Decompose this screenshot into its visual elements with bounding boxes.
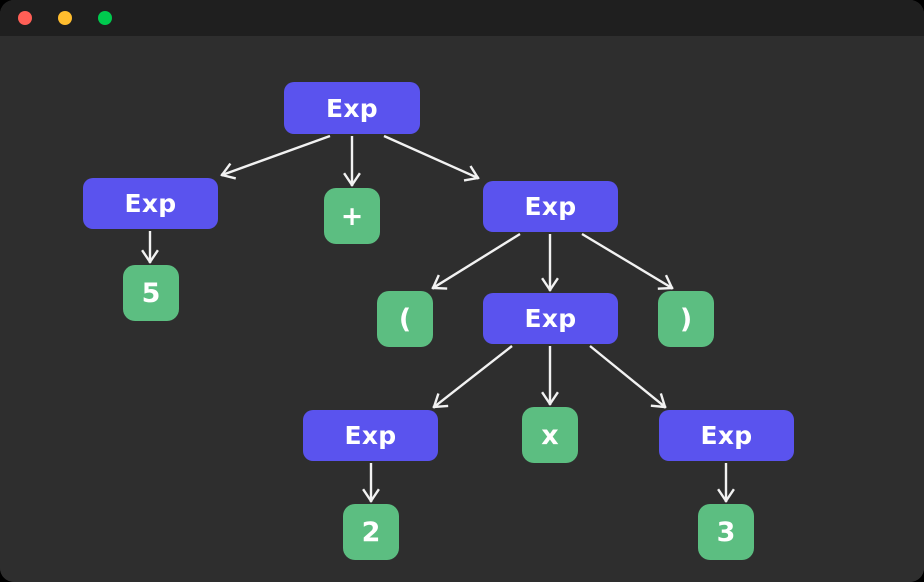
tree-edge-n8-to-n11 <box>362 463 380 503</box>
tree-node-label: ) <box>679 303 693 335</box>
tree-node-label: 2 <box>361 516 381 548</box>
tree-edge-n0-to-n2 <box>343 136 361 187</box>
tree-node-nonterminal-n8[interactable]: Exp <box>303 410 438 461</box>
tree-node-label: 5 <box>141 277 161 309</box>
tree-edge-n0-to-n3 <box>383 134 480 182</box>
tree-node-nonterminal-n0[interactable]: Exp <box>284 82 420 134</box>
tree-node-nonterminal-n1[interactable]: Exp <box>83 178 218 229</box>
tree-edge-n3-to-n7 <box>581 232 674 290</box>
tree-node-terminal-n7[interactable]: ) <box>658 291 714 347</box>
tree-node-terminal-n2[interactable]: + <box>324 188 380 244</box>
close-window-button[interactable] <box>18 11 32 25</box>
tree-node-label: ( <box>398 303 412 335</box>
tree-node-label: Exp <box>326 93 378 123</box>
tree-edge-n6-to-n8 <box>432 345 513 409</box>
tree-edge-n6-to-n9 <box>541 346 559 406</box>
tree-node-nonterminal-n10[interactable]: Exp <box>659 410 794 461</box>
tree-node-terminal-n11[interactable]: 2 <box>343 504 399 560</box>
tree-node-label: Exp <box>124 189 177 218</box>
tree-edge-n3-to-n5 <box>431 232 521 290</box>
tree-node-label: Exp <box>524 192 577 221</box>
tree-edge-n3-to-n6 <box>541 234 559 292</box>
tree-node-terminal-n5[interactable]: ( <box>377 291 433 347</box>
tree-edge-n1-to-n4 <box>141 231 159 264</box>
tree-edge-n6-to-n10 <box>589 345 667 409</box>
tree-edge-n10-to-n12 <box>717 463 735 503</box>
tree-node-label: Exp <box>700 421 753 450</box>
tree-node-label: Exp <box>344 421 397 450</box>
maximize-window-button[interactable] <box>98 11 112 25</box>
tree-node-terminal-n4[interactable]: 5 <box>123 265 179 321</box>
tree-node-nonterminal-n3[interactable]: Exp <box>483 181 618 232</box>
tree-node-label: x <box>541 419 559 451</box>
tree-edge-n0-to-n1 <box>220 134 331 180</box>
window-titlebar <box>0 0 924 36</box>
minimize-window-button[interactable] <box>58 11 72 25</box>
tree-node-label: Exp <box>524 304 577 333</box>
tree-node-label: + <box>340 200 364 232</box>
tree-node-terminal-n12[interactable]: 3 <box>698 504 754 560</box>
tree-node-label: 3 <box>716 516 736 548</box>
tree-node-nonterminal-n6[interactable]: Exp <box>483 293 618 344</box>
tree-node-terminal-n9[interactable]: x <box>522 407 578 463</box>
